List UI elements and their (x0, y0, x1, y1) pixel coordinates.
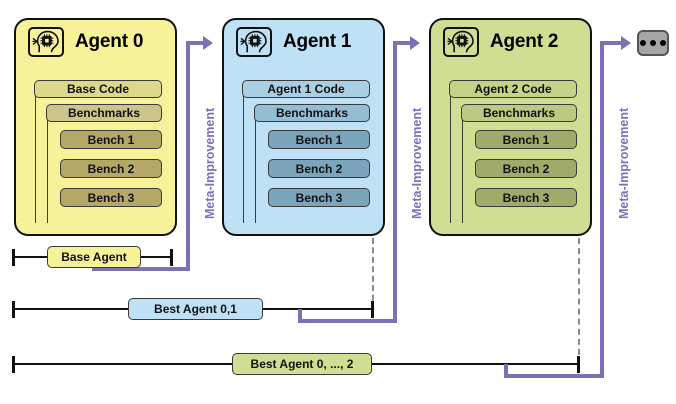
agent-0-benchmarks-node[interactable]: Benchmarks (46, 104, 162, 122)
brain-chip-icon (28, 27, 64, 57)
meta-improvement-2-horizontal-top (393, 41, 411, 45)
meta-improvement-1-arrowhead (203, 36, 213, 50)
row-base-agent-tick-right (170, 249, 173, 266)
meta-improvement-1-horizontal-top (186, 41, 204, 45)
agent-2-tree-line-inner (462, 112, 463, 223)
agent-0-bench-2[interactable]: Bench 2 (60, 159, 162, 178)
meta-improvement-2-vertical (393, 41, 397, 323)
meta-improvement-1-horizontal-bottom (92, 267, 190, 271)
meta-improvement-3-stub-up (504, 364, 508, 378)
agent-2-tree-line-outer (450, 88, 451, 223)
agent-1-bench-2[interactable]: Bench 2 (268, 159, 370, 178)
agent-2-bench-3[interactable]: Bench 3 (475, 188, 577, 207)
agent-2-dashed-dropline (578, 238, 580, 365)
agent-1-header: Agent 1 (224, 20, 383, 64)
agent-1-bench-1[interactable]: Bench 1 (268, 130, 370, 149)
agent-2-title: Agent 2 (490, 31, 559, 52)
agent-2-benchmarks-node[interactable]: Benchmarks (461, 104, 577, 122)
meta-improvement-3-horizontal-bottom (504, 374, 604, 378)
row-best-agent-02-box[interactable]: Best Agent 0, ..., 2 (232, 353, 372, 375)
row-best-agent-02-tick-right (577, 356, 580, 373)
row-best-agent-01-line-left (12, 308, 130, 310)
meta-improvement-3-vertical (600, 41, 604, 378)
brain-chip-icon (236, 27, 272, 57)
row-base-agent-tick-left (12, 249, 15, 266)
ellipsis-dot-2 (650, 40, 656, 46)
agent-2-bench-2[interactable]: Bench 2 (475, 159, 577, 178)
brain-chip-icon (443, 27, 479, 57)
row-best-agent-01-tick-left (12, 301, 15, 318)
meta-improvement-2-label: Meta-Improvement (410, 107, 424, 219)
meta-improvement-2-stub-up (298, 309, 302, 323)
agent-2-bench-1[interactable]: Bench 1 (475, 130, 577, 149)
row-best-agent-02-tick-left (12, 356, 15, 373)
row-best-agent-01-line-right (261, 308, 373, 310)
agent-1-tree-line-inner (255, 112, 256, 223)
agent-card-agent-1[interactable]: Agent 1 Agent 1 Code Benchmarks Bench 1 … (222, 18, 385, 236)
meta-improvement-3-label: Meta-Improvement (617, 107, 631, 219)
row-best-agent-01-tick-right (371, 301, 374, 318)
agent-card-agent-0[interactable]: Agent 0 Base Code Benchmarks Bench 1 Ben… (14, 18, 177, 236)
ellipsis-dot-3 (660, 40, 666, 46)
agent-1-bench-3[interactable]: Bench 3 (268, 188, 370, 207)
row-best-agent-02-line-left (12, 363, 234, 365)
row-best-agent-02-line-right (370, 363, 579, 365)
agent-0-bench-1[interactable]: Bench 1 (60, 130, 162, 149)
agent-2-header: Agent 2 (431, 20, 590, 64)
agent-1-code-node[interactable]: Agent 1 Code (242, 80, 370, 98)
agent-1-benchmarks-node[interactable]: Benchmarks (254, 104, 370, 122)
agent-2-code-node[interactable]: Agent 2 Code (449, 80, 577, 98)
meta-improvement-2-arrowhead (410, 36, 420, 50)
agent-0-title: Agent 0 (75, 31, 144, 52)
agent-0-code-node[interactable]: Base Code (34, 80, 162, 98)
agent-0-header: Agent 0 (16, 20, 175, 64)
row-base-agent-box[interactable]: Base Agent (47, 246, 141, 268)
agent-0-bench-3[interactable]: Bench 3 (60, 188, 162, 207)
agent-1-title: Agent 1 (283, 31, 352, 52)
meta-improvement-3-horizontal-top (600, 41, 622, 45)
ellipsis-dot-1 (640, 40, 646, 46)
meta-improvement-1-vertical (186, 41, 190, 271)
meta-improvement-1-label: Meta-Improvement (203, 107, 217, 219)
agent-0-tree-line-outer (35, 88, 36, 223)
meta-improvement-3-arrowhead (621, 36, 631, 50)
continuation-box[interactable] (637, 30, 669, 56)
row-base-agent-line-left (12, 256, 48, 258)
agent-card-agent-2[interactable]: Agent 2 Agent 2 Code Benchmarks Bench 1 … (429, 18, 592, 236)
row-base-agent-line-right (140, 256, 173, 258)
agent-1-dashed-dropline (372, 238, 374, 310)
agent-0-tree-line-inner (47, 112, 48, 223)
meta-improvement-2-horizontal-bottom (298, 319, 397, 323)
row-best-agent-01-box[interactable]: Best Agent 0,1 (128, 298, 263, 320)
agent-1-tree-line-outer (243, 88, 244, 223)
